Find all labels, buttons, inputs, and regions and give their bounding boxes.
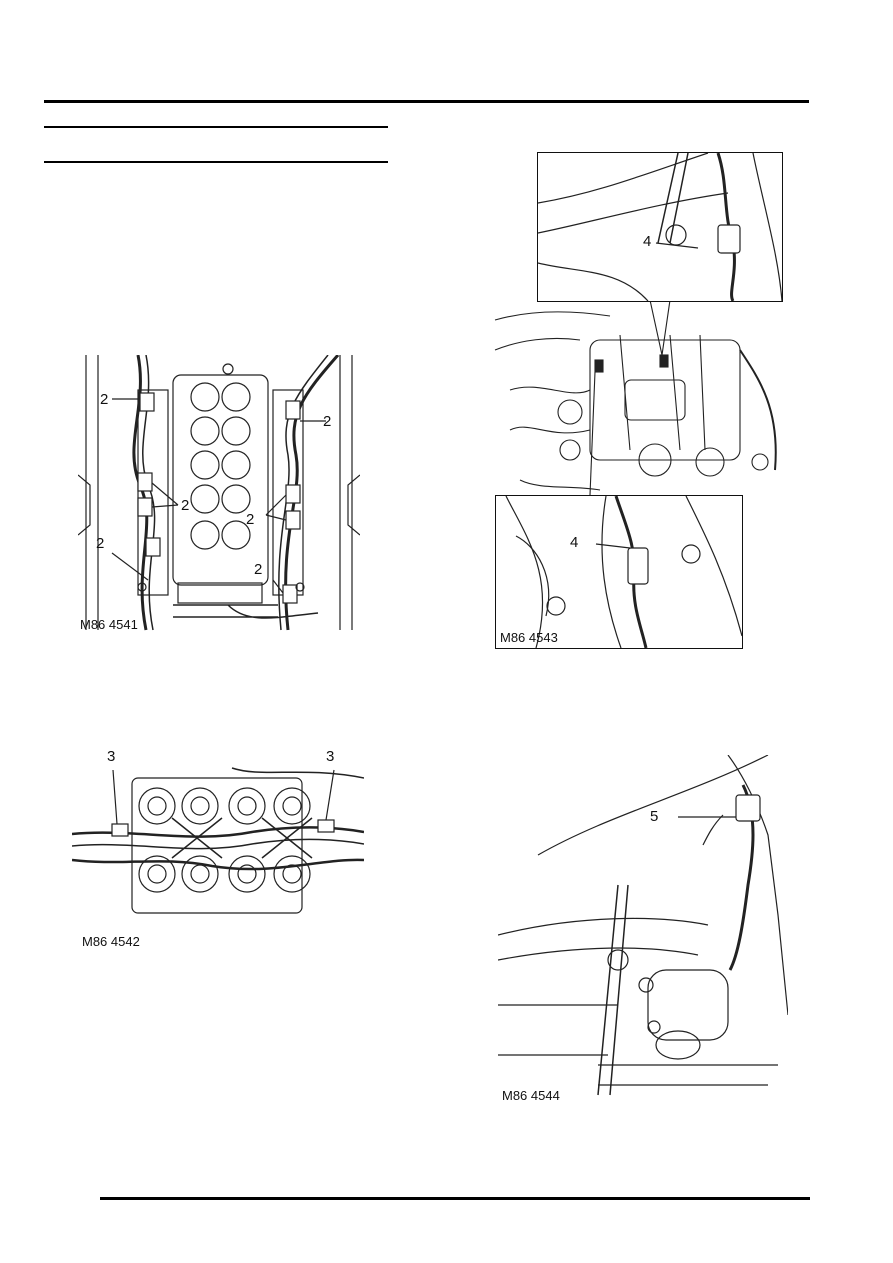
ignition-coils-illustration [72, 767, 364, 914]
engine-manifold-illustration [78, 355, 360, 631]
starter-motor-illustration [498, 755, 788, 1096]
engine-bay-illustration [494, 299, 777, 496]
figure-caption: M86 4543 [500, 630, 558, 645]
section-rule-top [44, 126, 388, 128]
connector-detail-bottom [505, 496, 742, 648]
callout-2-d: 2 [246, 511, 255, 528]
header-rule [44, 100, 809, 103]
figure-m86-4543: 4 4 M86 4543 [490, 150, 790, 650]
footer-rule [100, 1197, 810, 1200]
figure-caption: M86 4541 [80, 617, 138, 632]
callout-4-top: 4 [643, 233, 652, 250]
callout-4-bottom: 4 [570, 534, 579, 551]
figure-caption: M86 4542 [82, 934, 140, 949]
figure-m86-4544: 5 M86 4544 [498, 755, 788, 1110]
callout-2-b: 2 [323, 413, 332, 430]
callout-2-c: 2 [181, 497, 190, 514]
callout-2-a: 2 [100, 391, 109, 408]
callout-3-right: 3 [326, 748, 335, 765]
callout-2-f: 2 [254, 561, 263, 578]
inset-top: 4 [537, 152, 783, 302]
figure-m86-4542: 3 3 M86 4542 [72, 748, 364, 958]
callout-3-left: 3 [107, 748, 116, 765]
connector-detail-top [538, 153, 782, 301]
inset-bottom: 4 M86 4543 [495, 495, 743, 649]
figure-caption: M86 4544 [502, 1088, 560, 1103]
section-rule-bottom [44, 161, 388, 163]
figure-m86-4541: 2 2 2 2 2 2 M86 4541 [78, 355, 360, 635]
callout-5: 5 [650, 808, 659, 825]
callout-2-e: 2 [96, 535, 105, 552]
